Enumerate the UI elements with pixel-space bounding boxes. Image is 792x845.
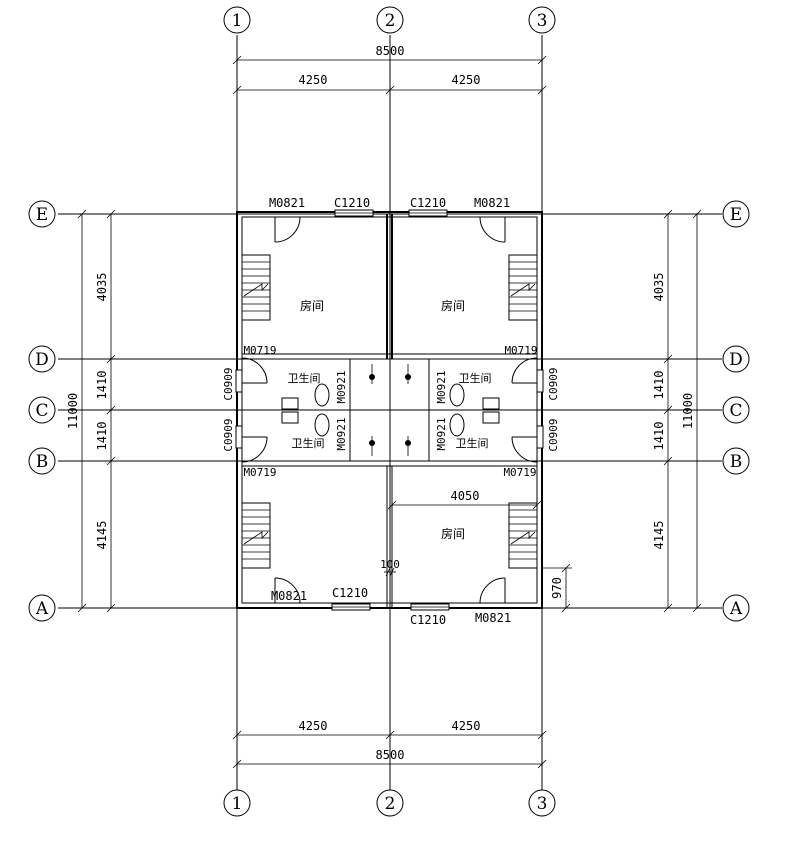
windows-main	[331, 209, 450, 611]
window-code-top-left: C1210	[334, 196, 370, 210]
door-code-d-left: M0719	[243, 344, 276, 357]
axis-bubble-bottom-2: 2	[376, 789, 404, 817]
axis-bubble-bottom-1: 1	[223, 789, 251, 817]
dim-row-ED-left: 4035	[95, 273, 109, 302]
dim-half-width-top-right: 4250	[452, 73, 481, 87]
windows-toilet	[235, 369, 544, 449]
dim-row-DC-right: 1410	[652, 371, 666, 400]
room-labels: 房间 房间 房间 卫生间 卫生间 卫生间 卫生间	[288, 298, 492, 541]
door-code-top-left: M0821	[269, 196, 305, 210]
door-code-bottom-right: M0821	[475, 611, 511, 625]
svg-text:2: 2	[385, 794, 396, 814]
svg-text:C: C	[729, 401, 742, 421]
axis-bubble-left-C: C	[28, 396, 56, 424]
dim-row-DC-left: 1410	[95, 371, 109, 400]
window-code-toilet-bl: C0909	[222, 418, 235, 451]
door-code-wc-2: M0921	[335, 417, 348, 450]
dim-total-height-left: 11000	[66, 393, 80, 429]
axis-bubble-right-A: A	[722, 594, 750, 622]
toilet-label-top-left: 卫生间	[288, 371, 321, 385]
door-code-b-left: M0719	[243, 466, 276, 479]
svg-text:3: 3	[537, 11, 548, 31]
svg-text:B: B	[730, 452, 743, 472]
room-label-top-left: 房间	[300, 298, 324, 313]
window-code-toilet-tl: C0909	[222, 367, 235, 400]
axis-bubble-left-E: E	[28, 200, 56, 228]
door-code-wc-1: M0921	[335, 370, 348, 403]
door-code-b-right: M0719	[503, 466, 536, 479]
dim-row-CB-left: 1410	[95, 422, 109, 451]
axis-bubble-right-D: D	[722, 345, 750, 373]
stair-top-right	[508, 254, 538, 321]
door-code-wc-3: M0921	[435, 370, 448, 403]
stair-bottom-right	[508, 502, 538, 569]
svg-text:E: E	[730, 205, 742, 225]
dim-room-width: 4050	[451, 489, 480, 503]
door-code-top-right: M0821	[474, 196, 510, 210]
door-code-d-right: M0719	[504, 344, 537, 357]
window-code-top-right: C1210	[410, 196, 446, 210]
dimension-right: 4035 1410 1410 4145 11000	[652, 209, 702, 613]
axis-bubble-left-B: B	[28, 447, 56, 475]
axis-bubble-right-B: B	[722, 447, 750, 475]
axis-bubble-bottom-3: 3	[528, 789, 556, 817]
dim-half-width-bottom-left: 4250	[299, 719, 328, 733]
door-window-codes: M0821 C1210 C1210 M0821 M0719 M0719 M071…	[222, 196, 560, 627]
dimension-bottom: 4250 4250 8500	[232, 719, 547, 769]
dim-row-ED-right: 4035	[652, 273, 666, 302]
axis-bubble-left-D: D	[28, 345, 56, 373]
axis-bubble-top-1: 1	[223, 6, 251, 34]
dim-total-width-top: 8500	[376, 44, 405, 58]
stair-top-left	[241, 254, 271, 321]
toilet-label-bottom-right: 卫生间	[456, 436, 489, 450]
dim-row-BA-right: 4145	[652, 521, 666, 550]
dimension-top: 8500 4250 4250	[232, 44, 547, 95]
dim-half-width-top-left: 4250	[299, 73, 328, 87]
window-code-toilet-br: C0909	[547, 418, 560, 451]
svg-text:A: A	[35, 599, 49, 619]
axis-bubble-right-C: C	[722, 396, 750, 424]
window-code-toilet-tr: C0909	[547, 367, 560, 400]
door-code-bottom-left: M0821	[271, 589, 307, 603]
svg-text:E: E	[36, 205, 48, 225]
outer-walls	[236, 211, 543, 609]
axis-bubble-top-3: 3	[528, 6, 556, 34]
dim-row-CB-right: 1410	[652, 422, 666, 451]
window-code-bottom-right: C1210	[410, 613, 446, 627]
toilet-label-top-right: 卫生间	[459, 371, 492, 385]
dim-half-width-bottom-right: 4250	[452, 719, 481, 733]
dim-total-width-bottom: 8500	[376, 748, 405, 762]
interior-dims: 4050 100 970	[380, 489, 572, 613]
svg-text:A: A	[729, 599, 743, 619]
room-label-bottom-right: 房间	[441, 526, 465, 541]
svg-text:3: 3	[537, 794, 548, 814]
dim-row-BA-left: 4145	[95, 521, 109, 550]
door-swings	[241, 216, 538, 604]
axis-bubble-top-2: 2	[376, 6, 404, 34]
dim-total-height-right: 11000	[681, 393, 695, 429]
toilet-label-bottom-left: 卫生间	[292, 436, 325, 450]
dimension-left: 11000 4035 1410 1410 4145	[66, 209, 116, 613]
dim-gap: 100	[380, 558, 400, 571]
svg-text:1: 1	[232, 11, 243, 31]
toilet-fixtures	[281, 364, 500, 456]
svg-text:C: C	[35, 401, 48, 421]
svg-text:2: 2	[385, 11, 396, 31]
dim-door-offset: 970	[550, 577, 564, 599]
axis-bubble-left-A: A	[28, 594, 56, 622]
stairs	[241, 254, 538, 569]
window-code-bottom-left: C1210	[332, 586, 368, 600]
stair-bottom-left	[241, 502, 271, 569]
room-label-top-right: 房间	[441, 298, 465, 313]
svg-text:B: B	[36, 452, 49, 472]
svg-text:1: 1	[232, 794, 243, 814]
axis-bubble-right-E: E	[722, 200, 750, 228]
door-code-wc-4: M0921	[435, 417, 448, 450]
svg-text:D: D	[729, 350, 743, 370]
svg-text:D: D	[35, 350, 49, 370]
